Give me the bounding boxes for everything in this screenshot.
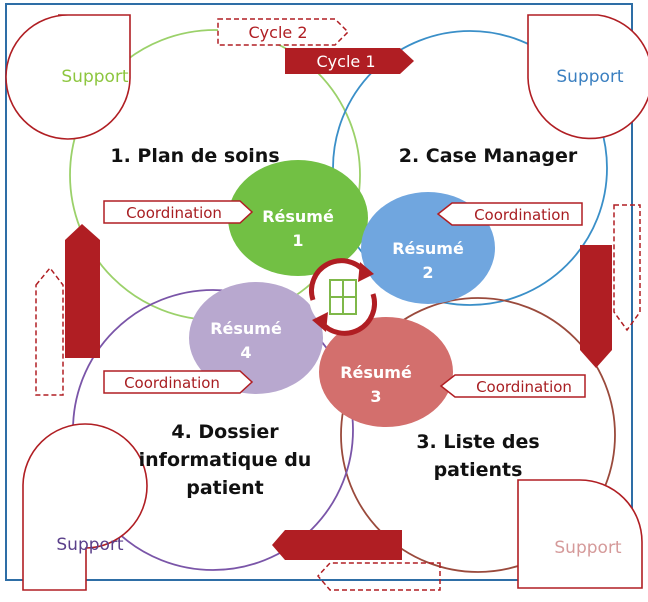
- resume-4-number: 4: [240, 343, 251, 362]
- support-label-4: Support: [56, 535, 124, 555]
- title-dossier-line2: informatique du: [139, 449, 312, 471]
- resume-blob-3: [319, 317, 453, 427]
- coordination-arrow-2: Coordination: [436, 202, 583, 226]
- support-shape-top-right: [527, 14, 648, 140]
- resume-3-number: 3: [370, 387, 381, 406]
- bottom-solid-arrow: [272, 530, 402, 560]
- left-solid-arrow: [65, 224, 100, 358]
- coordination-label-3: Coordination: [476, 378, 572, 396]
- support-shape-bottom-left: [22, 423, 148, 591]
- resume-blob-4: [189, 282, 323, 394]
- coordination-arrow-1: Coordination: [103, 200, 254, 224]
- cycle1-label: Cycle 1: [317, 52, 376, 71]
- title-liste-line2: patients: [434, 459, 523, 481]
- resume-3-label: Résumé: [340, 363, 412, 382]
- circle-liste-des-patients: [340, 297, 616, 573]
- support-shape-top-left: [5, 14, 131, 140]
- title-dossier-line3: patient: [186, 477, 264, 499]
- bottom-dashed-arrow: [316, 562, 441, 591]
- support-label-1: Support: [61, 67, 129, 87]
- right-dashed-arrow: [613, 204, 641, 332]
- left-dashed-arrow: [35, 266, 64, 396]
- resume-1-number: 1: [292, 231, 303, 250]
- coordination-label-4: Coordination: [124, 374, 220, 392]
- cycle2-label: Cycle 2: [249, 23, 308, 42]
- resume-1-label: Résumé: [262, 207, 334, 226]
- right-solid-arrow: [580, 245, 612, 368]
- resume-blob-1: [228, 160, 368, 276]
- resume-4-label: Résumé: [210, 319, 282, 338]
- title-case-manager: 2. Case Manager: [399, 145, 578, 167]
- title-liste-line1: 3. Liste des: [416, 431, 539, 453]
- coordination-arrow-3: Coordination: [439, 374, 586, 398]
- cycle-arrows-icon: [309, 258, 377, 336]
- title-dossier-line1: 4. Dossier: [171, 421, 279, 443]
- support-shape-bottom-right: [517, 479, 643, 589]
- resume-2-number: 2: [422, 263, 433, 282]
- coordination-label-1: Coordination: [126, 204, 222, 222]
- coordination-arrow-4: Coordination: [103, 370, 254, 394]
- support-label-3: Support: [554, 538, 622, 558]
- title-plan-de-soins: 1. Plan de soins: [110, 145, 279, 167]
- resume-2-label: Résumé: [392, 239, 464, 258]
- coordination-label-2: Coordination: [474, 206, 570, 224]
- cycle1-arrow: [285, 48, 414, 74]
- cycle2-arrow: [217, 18, 350, 46]
- support-label-2: Support: [556, 67, 624, 87]
